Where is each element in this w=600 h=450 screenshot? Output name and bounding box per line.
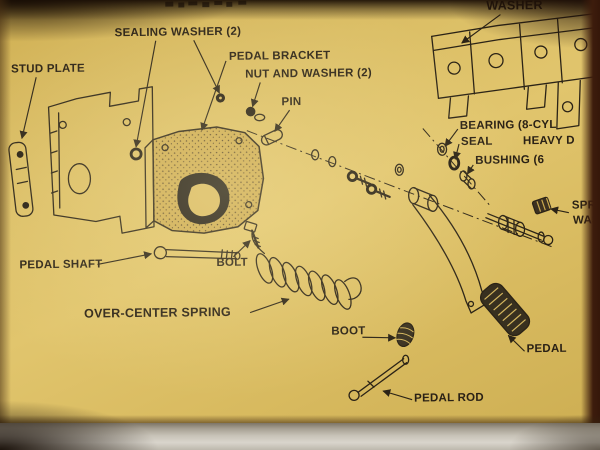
label-seal: SEAL — [460, 135, 493, 149]
firewall-panel-drawing — [47, 86, 155, 234]
top-right-shadow — [450, 0, 600, 48]
center-axis-lines — [246, 128, 553, 248]
label-pin: PIN — [281, 95, 302, 109]
label-bearing: BEARING (8-CYL — [459, 118, 557, 133]
stud-plate-drawing — [8, 141, 34, 217]
pedal-drawing — [407, 186, 531, 337]
pin-drawing — [260, 129, 283, 146]
top-left-shadow — [0, 0, 240, 42]
leader-lines — [19, 14, 569, 401]
over-center-spring-drawing — [251, 231, 362, 310]
label-pedal-bracket: PEDAL BRACKET — [228, 49, 331, 63]
sealing-washers-drawing — [129, 93, 226, 161]
spring-washer-nut-drawing — [531, 196, 552, 215]
label-heavy-duty: HEAVY D — [522, 134, 575, 148]
page-bottom-shadow — [0, 415, 600, 423]
label-stud-plate: STUD PLATE — [11, 62, 85, 76]
label-pedal-rod: PEDAL ROD — [414, 391, 484, 405]
boot-drawing — [396, 322, 415, 348]
bottom-left-shadow — [0, 400, 160, 450]
pivot-rod-drawing — [485, 213, 554, 246]
left-shadow-edge — [0, 0, 11, 450]
label-nut-and-washer: NUT AND WASHER (2) — [245, 67, 372, 81]
label-over-center-spring: OVER-CENTER SPRING — [83, 304, 232, 321]
axis-hardware-drawing — [310, 149, 404, 200]
label-pedal-shaft: PEDAL SHAFT — [19, 258, 103, 272]
pedal-rod-drawing — [348, 354, 410, 402]
label-pedal: PEDAL — [526, 342, 567, 356]
label-bushing: BUSHING (6 — [475, 154, 545, 167]
label-bolt: BOLT — [216, 256, 248, 270]
right-page-gutter — [581, 0, 600, 423]
nut-and-washer-drawing — [245, 106, 266, 122]
label-boot: BOOT — [331, 325, 366, 338]
pedal-bracket-drawing — [144, 126, 265, 234]
bottom-right-shadow — [510, 414, 600, 450]
